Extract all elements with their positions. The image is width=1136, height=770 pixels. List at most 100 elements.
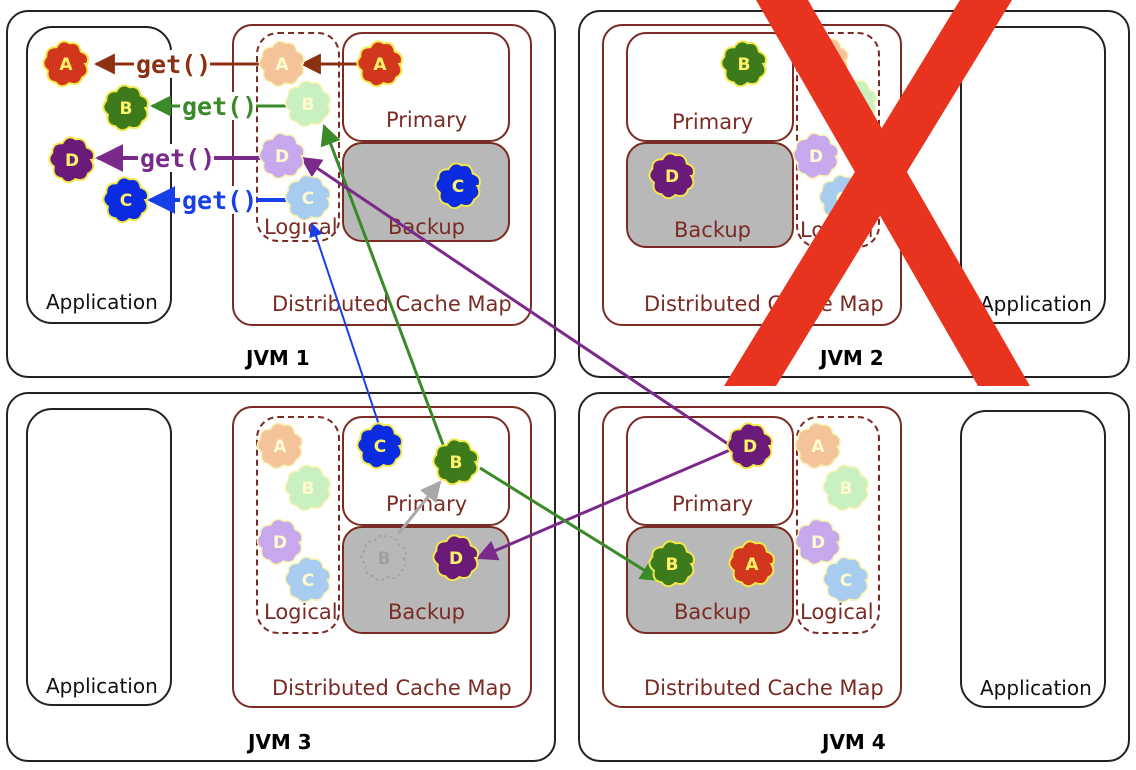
jvm4-primary-d-to-jvm1-logical-d-arrow (300, 156, 729, 446)
jvm3-logical-d-key-label: D (273, 533, 287, 553)
jvm2-primary-b-key-label: B (738, 55, 751, 75)
jvm2-logical-d-cloud-shape (792, 132, 839, 179)
jvm-4-application-label: Application (980, 676, 1092, 700)
jvm3-backup-b-ghost-key-label: B (378, 549, 391, 569)
jvm1-backup-c-cloud-shape (434, 162, 481, 210)
jvm4-logical-c-key-label: C (840, 571, 852, 591)
jvm1-logical-d-blob: D (258, 132, 305, 179)
jvm4-backup-b-cloud-shape (648, 540, 695, 588)
jvm4-backup-a-key-label: A (745, 555, 759, 575)
jvm4-backup-a-blob: A (728, 540, 775, 588)
jvm2-primary-b-cloud-shape (720, 40, 767, 88)
jvm1-app-c-key-label: C (120, 191, 132, 211)
jvm2-backup-d-blob: D (648, 152, 695, 200)
jvm-4-distributed-cache-map (602, 406, 902, 708)
get-call-d: get() (95, 144, 264, 173)
jvm1-logical-d-cloud-shape (258, 132, 305, 179)
jvm4-backup-a-cloud-shape (728, 540, 775, 588)
jvm3-backup-b-ghost-blob: B (360, 534, 407, 581)
jvm4-backup-b-blob: B (648, 540, 695, 588)
jvm3-primary-c-cloud-shape (356, 422, 403, 470)
jvm-2-backup-partition (626, 142, 794, 248)
jvm-3-backup-label: Backup (388, 600, 465, 624)
jvm-2-backup-label: Backup (674, 218, 751, 242)
jvm3-logical-c-key-label: C (302, 571, 314, 591)
jvm-2-primary-label: Primary (672, 110, 754, 134)
jvm3-backup-b-ghost-cloud-shape (360, 534, 407, 581)
jvm3-backup-d-blob: D (432, 534, 479, 582)
jvm3-logical-a-cloud-shape (256, 422, 303, 469)
jvm1-app-d-cloud-shape (48, 136, 95, 184)
jvm-4-backup-label: Backup (674, 600, 751, 624)
jvm-4-dcm-label: Distributed Cache Map (644, 676, 884, 700)
jvm-4-label: JVM 4 (822, 730, 886, 754)
jvm1-app-a-cloud-shape (42, 40, 89, 88)
jvm3-backup-d-cloud-shape (432, 534, 479, 582)
jvm3-logical-d-blob: D (256, 518, 303, 565)
jvm1-primary-a-blob: A (356, 40, 403, 88)
jvm4-primary-d-to-jvm3-backup-d-arrow (476, 448, 731, 561)
jvm3-logical-a-blob: A (256, 422, 303, 469)
get-call-c: get() (147, 186, 290, 215)
jvm1-logical-b-blob: B (284, 80, 331, 127)
jvm4-backup-b-key-label: B (666, 555, 679, 575)
jvm1-app-a-blob: A (42, 40, 89, 88)
jvm4-logical-b-key-label: B (840, 479, 853, 499)
jvm1-app-b-blob: B (102, 84, 149, 132)
jvm3-logical-b-key-label: B (302, 479, 315, 499)
jvm1-app-c-cloud-shape (102, 176, 149, 224)
jvm4-logical-a-key-label: A (811, 437, 825, 457)
jvm1-logical-d-key-label: D (275, 147, 289, 167)
jvm4-logical-d-key-label: D (811, 533, 825, 553)
jvm-4-application-box (960, 410, 1106, 708)
jvm1-logical-c-key-label: C (302, 189, 314, 209)
jvm4-logical-b-blob: B (822, 464, 869, 511)
jvm3-primary-c-blob: C (356, 422, 403, 470)
jvm-2-application-label: Application (980, 292, 1092, 316)
jvm3-primary-b-key-label: B (450, 453, 463, 473)
jvm4-primary-d-key-label: D (743, 437, 757, 457)
jvm-3-dcm-label: Distributed Cache Map (272, 676, 512, 700)
jvm3-backup-b-ghost-arrow (396, 480, 442, 535)
jvm-1-label: JVM 1 (246, 346, 310, 370)
jvm4-primary-d-cloud-shape (726, 422, 773, 470)
jvm-3-distributed-cache-map (232, 406, 532, 708)
jvm-3-application-box (26, 408, 172, 706)
jvm3-logical-d-cloud-shape (256, 518, 303, 565)
jvm-4-primary-label: Primary (672, 492, 754, 516)
jvm3-primary-c-key-label: C (374, 437, 386, 457)
jvm1-logical-a-blob: A (258, 40, 305, 87)
jvm3-logical-c-blob: C (284, 556, 331, 603)
jvm4-logical-c-cloud-shape (822, 556, 869, 603)
jvm4-logical-d-cloud-shape (794, 518, 841, 565)
jvm-1-primary-label: Primary (386, 108, 468, 132)
get-label-d: get() (140, 144, 215, 173)
jvm1-app-a-key-label: A (59, 55, 73, 75)
jvm3-logical-b-blob: B (284, 464, 331, 511)
get-call-a: get() (93, 50, 262, 79)
jvm-1-backup-partition (342, 142, 510, 242)
jvm4-logical-a-blob: A (794, 422, 841, 469)
jvm3-logical-b-cloud-shape (284, 464, 331, 511)
jvm1-primary-a-key-label: A (373, 55, 387, 75)
jvm4-logical-b-cloud-shape (822, 464, 869, 511)
jvm1-logical-a-key-label: A (275, 55, 289, 75)
jvm3-primary-c-to-jvm1-logical-c-arrow (309, 222, 381, 429)
get-call-b: get() (149, 92, 292, 121)
jvm-3-application-label: Application (46, 674, 158, 698)
jvm3-primary-b-blob: B (432, 438, 479, 486)
jvm-3-logical-partition (256, 416, 340, 634)
jvm-4-logical-partition (796, 416, 880, 634)
jvm1-logical-c-cloud-shape (284, 174, 331, 221)
jvm1-logical-a-cloud-shape (258, 40, 305, 87)
jvm4-primary-d-blob: D (726, 422, 773, 470)
jvm3-logical-a-key-label: A (273, 437, 287, 457)
jvm2-logical-d-blob: D (792, 132, 839, 179)
jvm-2-primary-partition (626, 32, 794, 142)
jvm-1-backup-label: Backup (388, 215, 465, 239)
jvm3-primary-b-cloud-shape (432, 438, 479, 486)
jvm-3-label: JVM 3 (248, 730, 312, 754)
jvm4-logical-d-blob: D (794, 518, 841, 565)
jvm-1-distributed-cache-map (232, 24, 532, 326)
